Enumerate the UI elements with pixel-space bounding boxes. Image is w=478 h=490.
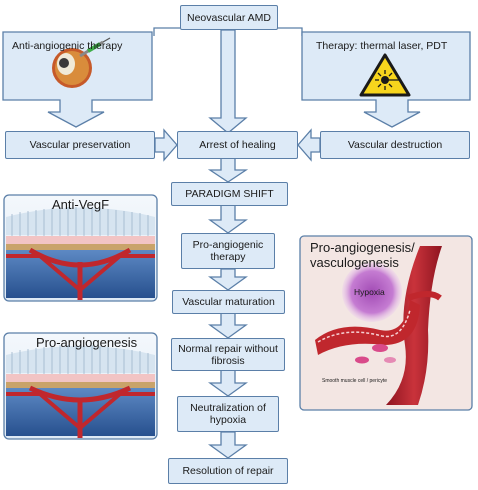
anti-vegf-title: Anti-VegF — [52, 197, 110, 212]
right-panel-title-line2: vasculogenesis — [310, 255, 399, 270]
side-arrows — [154, 128, 321, 162]
eye-injection-icon — [52, 37, 111, 88]
laser-warning-icon — [359, 53, 411, 97]
right-panel-title-line1: Pro-angiogenesis/ — [310, 240, 415, 255]
node-neutralization: Neutralization of hypoxia — [177, 396, 279, 432]
node-neovascular-amd: Neovascular AMD — [180, 5, 278, 30]
node-resolution: Resolution of repair — [168, 458, 288, 484]
node-normal-repair: Normal repair without fibrosis — [171, 338, 285, 371]
node-vascular-maturation: Vascular maturation — [172, 290, 285, 314]
pro-angiogenesis-title: Pro-angiogenesis — [36, 335, 138, 350]
node-arrest-of-healing: Arrest of healing — [177, 131, 298, 159]
label-thermal-therapy: Therapy: thermal laser, PDT — [316, 40, 448, 52]
smc-label: Smooth muscle cell / pericyte — [322, 378, 388, 384]
vasculogenesis-illustration — [299, 235, 473, 411]
central-arrows — [207, 29, 249, 459]
hypoxia-label: Hypoxia — [354, 287, 385, 297]
pro-angiogenesis-illustration — [3, 332, 158, 440]
node-pro-angiogenic-therapy: Pro-angiogenic therapy — [181, 233, 275, 269]
node-paradigm-shift: PARADIGM SHIFT — [171, 182, 288, 206]
node-vascular-preservation: Vascular preservation — [5, 131, 155, 159]
anti-vegf-illustration — [3, 194, 158, 302]
label-anti-therapy: Anti-angiogenic therapy — [12, 40, 123, 52]
node-vascular-destruction: Vascular destruction — [320, 131, 470, 159]
